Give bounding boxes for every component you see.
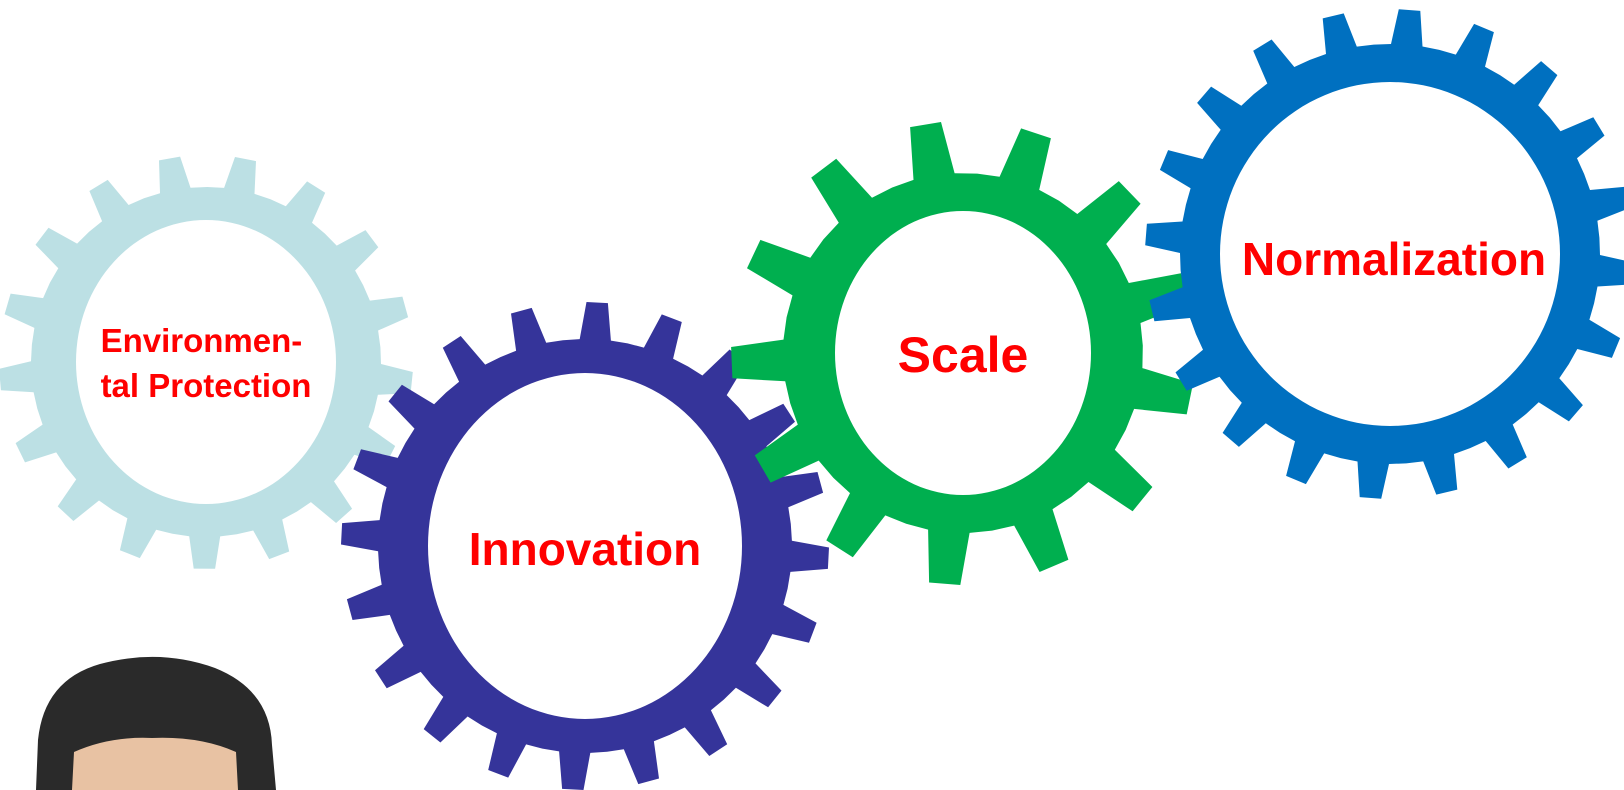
gear-label-innovation: Innovation	[469, 523, 702, 575]
gear-scale	[731, 122, 1193, 585]
gear-innovation	[341, 302, 829, 790]
label-line: tal Protection	[101, 367, 312, 404]
gear-normalization	[1145, 9, 1624, 499]
label-line: Environmen-	[101, 322, 303, 359]
gear-environmental-protection	[0, 156, 413, 569]
portrait-face	[72, 737, 238, 790]
person-portrait	[36, 656, 276, 790]
gear-label-scale: Scale	[898, 327, 1029, 383]
gear-label-environmental-protection: Environmen- tal Protection	[101, 322, 312, 404]
gear-label-normalization: Normalization	[1242, 233, 1546, 285]
